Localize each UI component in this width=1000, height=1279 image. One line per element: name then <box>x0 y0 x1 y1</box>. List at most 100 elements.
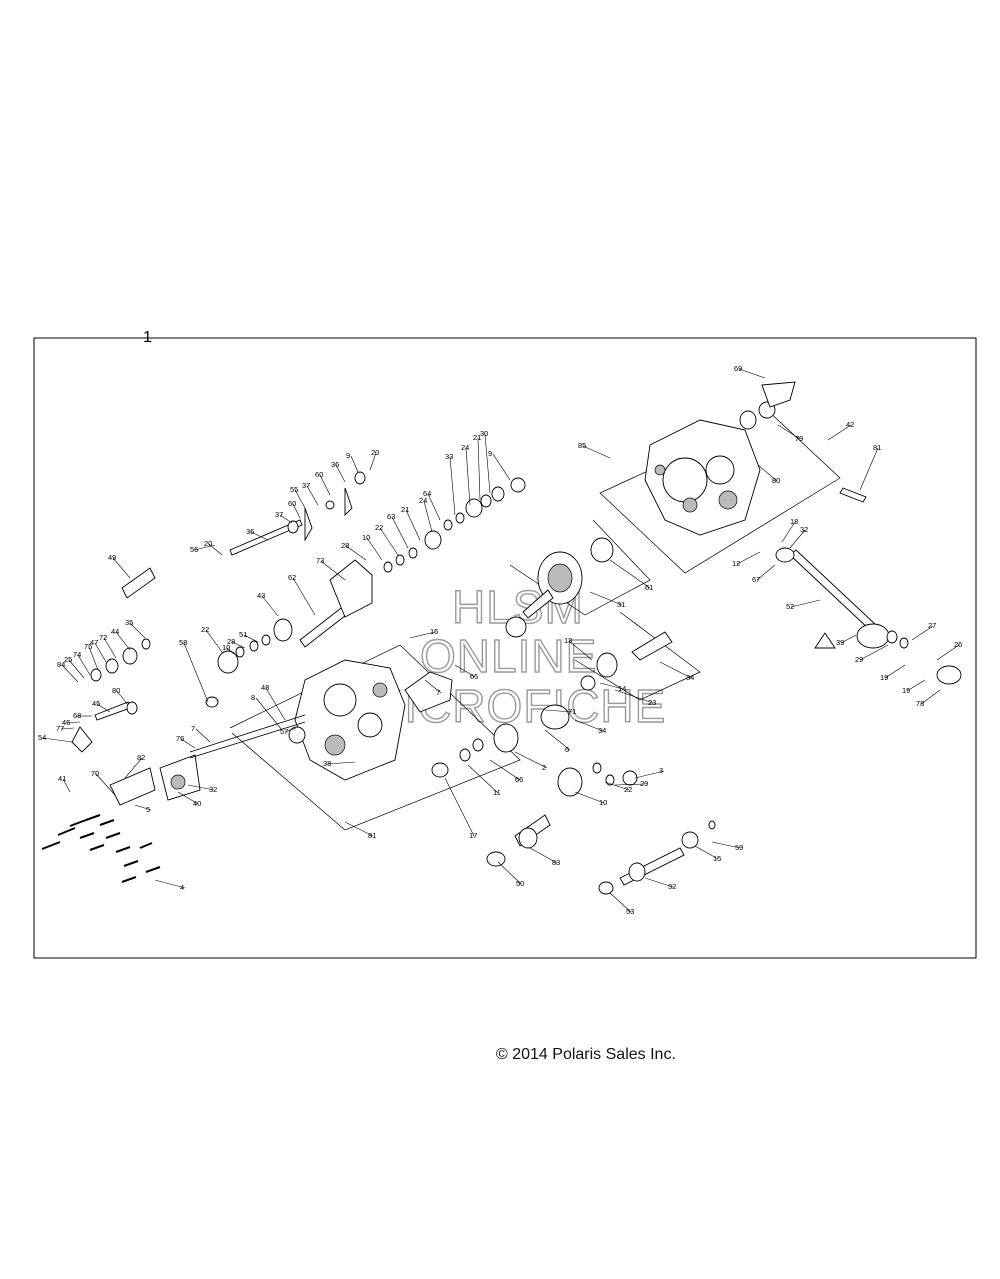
callout-label: 75 <box>84 642 92 651</box>
callout-leader-line <box>920 689 941 705</box>
callout-leader-line <box>736 551 761 565</box>
front-case-housing <box>294 659 453 781</box>
callout-label: 77 <box>56 724 64 733</box>
callout-leader-line <box>379 527 399 556</box>
callout-leader-line <box>335 464 346 483</box>
watermark-line-2: ONLINE <box>420 630 597 682</box>
callout-leader-line <box>789 529 806 549</box>
callout-leader-line <box>424 679 442 694</box>
callout-leader-line <box>255 697 283 731</box>
callout-label: 37 <box>275 510 283 519</box>
callout-label: 37 <box>302 481 310 490</box>
callout-label: 64 <box>423 489 431 498</box>
callout-label: 12 <box>732 559 740 568</box>
callout-leader-line <box>350 455 359 473</box>
callout-label: 76 <box>176 734 184 743</box>
callout-label: 66 <box>515 775 523 784</box>
callout-leader-line <box>884 664 906 679</box>
callout-leader-line <box>790 599 821 608</box>
callout-leader-line <box>568 640 593 661</box>
callout-leader-line <box>103 637 117 659</box>
callout-leader-line <box>292 503 301 519</box>
callout-label: 11 <box>493 788 501 797</box>
callout-label: 21 <box>401 505 409 514</box>
callout-label: 78 <box>916 699 924 708</box>
callout-leader-line <box>454 664 476 678</box>
callout-leader-line <box>644 877 674 888</box>
callout-label: 22 <box>375 523 383 532</box>
callout-leader-line <box>936 644 960 661</box>
callout-label: 4 <box>180 883 184 892</box>
callout-leader-line <box>614 689 654 704</box>
callout-label: 21 <box>473 433 481 442</box>
callout-leader-line <box>477 437 481 501</box>
callout-leader-line <box>124 757 143 779</box>
callout-leader-line <box>609 559 651 589</box>
callout-leader-line <box>61 664 79 683</box>
callout-leader-line <box>306 485 319 506</box>
callout-label: 62 <box>288 573 296 582</box>
callout-label: 17 <box>469 831 477 840</box>
group-outline-rear-case <box>599 407 841 574</box>
callout-leader-line <box>345 545 367 561</box>
callout-leader-line <box>344 821 374 837</box>
callout-leader-line <box>68 659 85 679</box>
callout-label: 50 <box>516 879 524 888</box>
callout-label: 42 <box>846 420 854 429</box>
callout-label: 67 <box>752 575 760 584</box>
callout-label: 28 <box>341 541 349 550</box>
callout-label: 46 <box>62 718 70 727</box>
callout-leader-line <box>409 631 436 639</box>
callout-leader-line <box>88 646 99 671</box>
callout-leader-line <box>284 727 297 733</box>
callout-label: 70 <box>91 769 99 778</box>
callout-label: 84 <box>57 660 65 669</box>
callout-leader-line <box>129 622 146 639</box>
callout-leader-line <box>423 500 433 533</box>
callout-label: 68 <box>73 711 81 720</box>
callout-leader-line <box>859 644 889 661</box>
callout-label: 65 <box>470 672 478 681</box>
callout-label: 82 <box>137 753 145 762</box>
callout-label: 32 <box>209 785 217 794</box>
callout-leader-line <box>94 642 107 663</box>
callout-label: 52 <box>786 602 794 611</box>
callout-label: 79 <box>795 434 803 443</box>
callout-leader-line <box>261 595 279 617</box>
callout-leader-line <box>427 493 441 521</box>
callout-leader-line <box>514 751 548 769</box>
callout-label: 49 <box>108 553 116 562</box>
callout-leader-line <box>327 761 356 765</box>
callout-label: 31 <box>617 600 625 609</box>
drawn-parts <box>41 381 962 895</box>
callout-label: 15 <box>902 686 910 695</box>
callout-leader-line <box>231 641 246 649</box>
callout-leader-line <box>96 703 111 713</box>
callout-leader-line <box>180 738 196 749</box>
rear-case-housing <box>644 419 761 536</box>
callout-leader-line <box>208 543 223 556</box>
callout-leader-line <box>604 781 630 791</box>
callout-leader-line <box>781 521 796 543</box>
callout-leader-line <box>465 447 471 506</box>
callout-label: 14 <box>618 684 626 693</box>
callout-leader-line <box>77 654 91 676</box>
callout-label: 80 <box>112 686 120 695</box>
callout-leader-line <box>42 737 73 743</box>
callout-label: 6 <box>565 745 569 754</box>
callout-label: 81 <box>873 443 881 452</box>
callout-label: 9 <box>346 451 350 460</box>
callout-label: 55 <box>290 485 298 494</box>
callout-label: 36 <box>331 460 339 469</box>
callout-label: 19 <box>880 673 888 682</box>
callout-label: 7 <box>436 688 440 697</box>
callout-label: 34 <box>598 726 606 735</box>
callout-leader-line <box>484 433 491 494</box>
callout-label: 24 <box>419 496 427 505</box>
callout-label: 3 <box>659 766 663 775</box>
callout-label: 54 <box>38 733 46 742</box>
callout-label: 53 <box>626 907 634 916</box>
callout-leader-line <box>194 544 216 551</box>
callout-leader-line <box>319 474 331 496</box>
